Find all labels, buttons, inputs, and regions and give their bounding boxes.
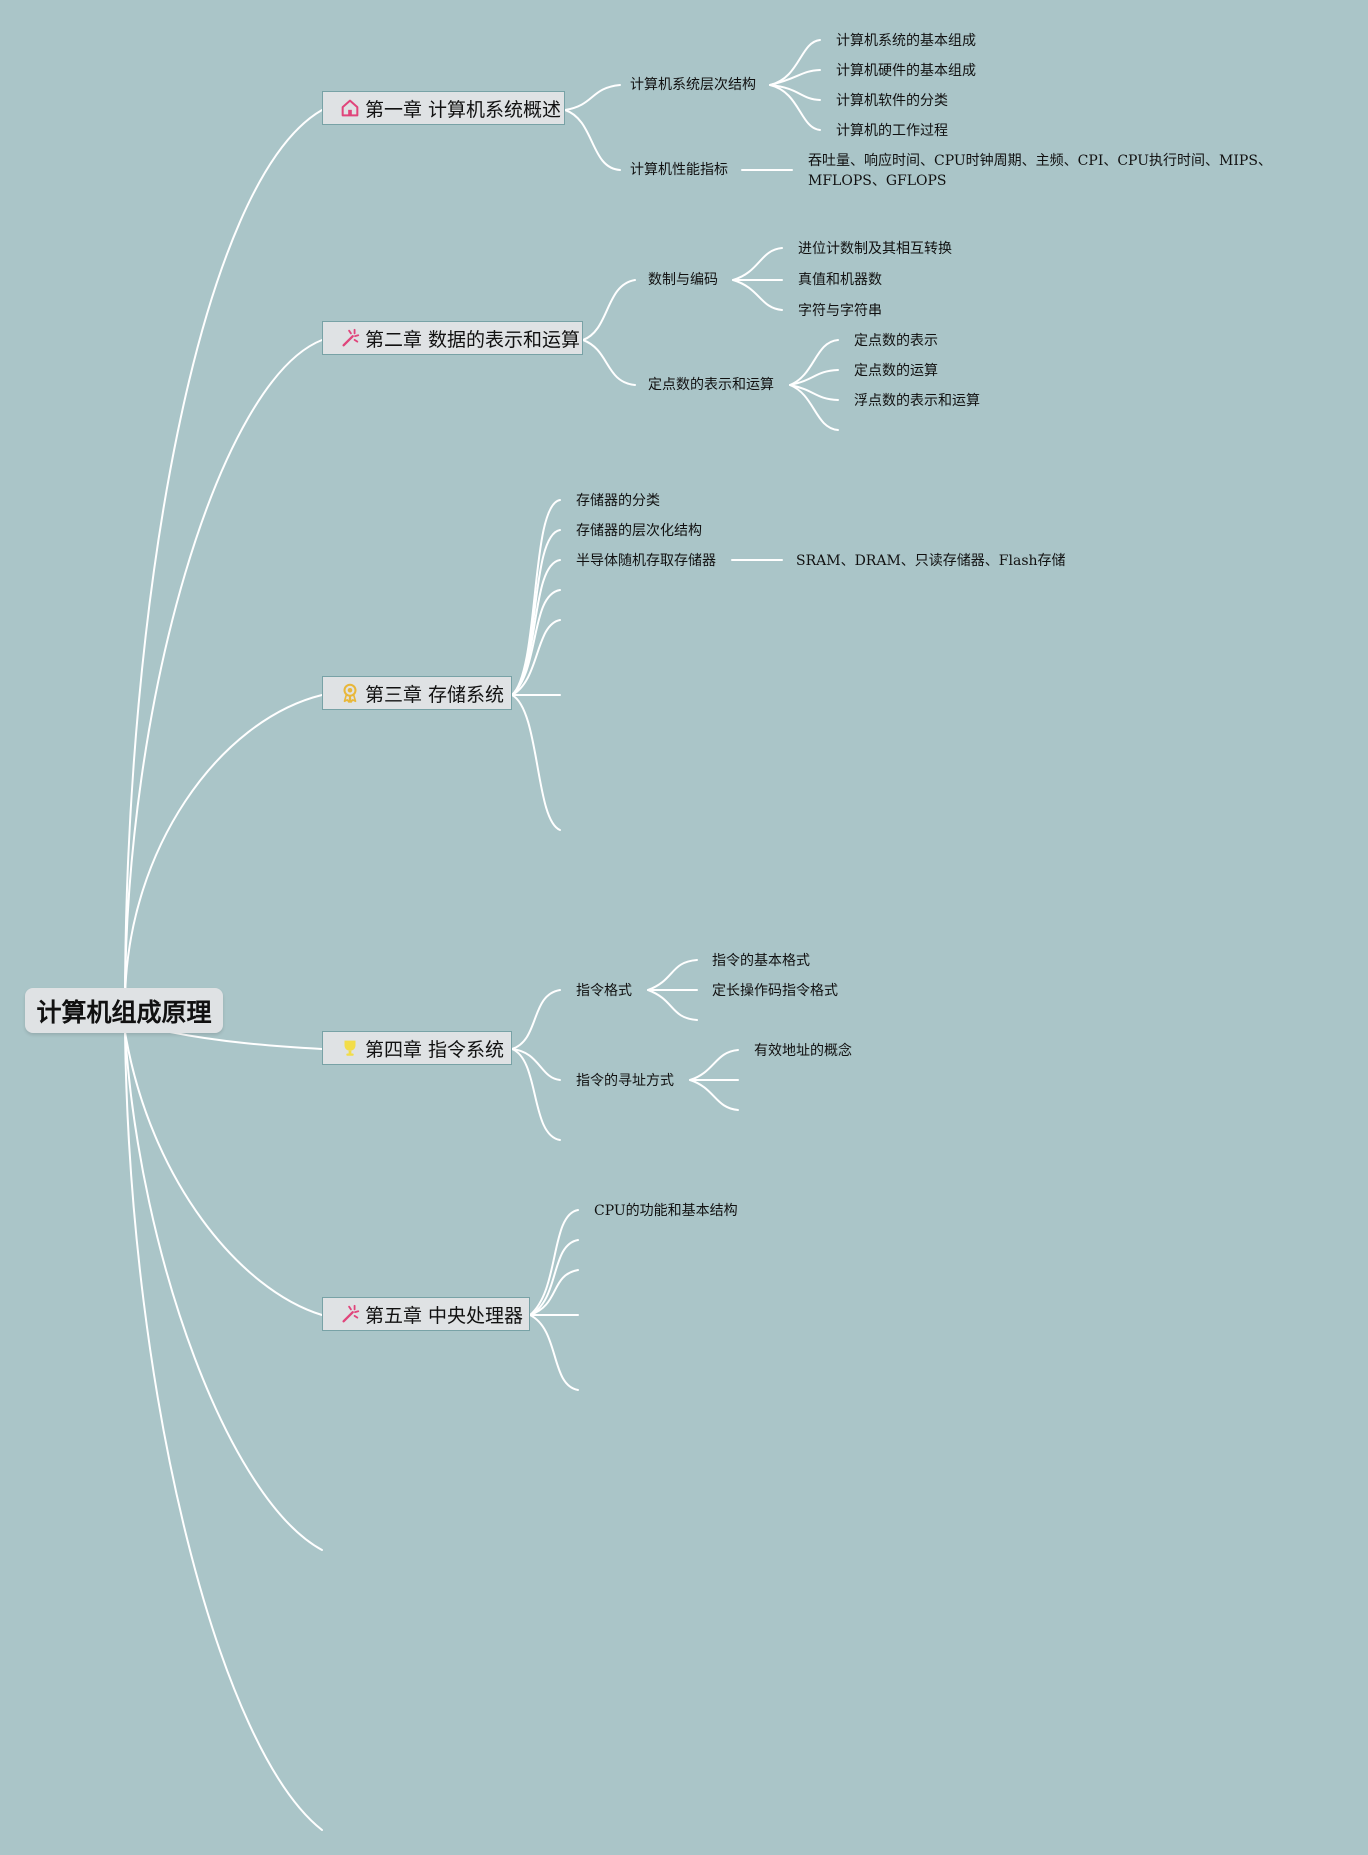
connector-ch4-topic2 <box>511 1048 561 1081</box>
connector-ch4-t1-i1 <box>647 959 698 991</box>
connector-ch4-t2-i1 <box>689 1049 739 1081</box>
connector-root-ch1 <box>124 109 323 1006</box>
connector-ch5-topic3 <box>529 1269 579 1316</box>
connector-ch4-topic1 <box>511 989 561 1050</box>
leaf-1-1-3[interactable]: 计算机软件的分类 <box>836 93 948 109</box>
leaf-3-3-1[interactable]: SRAM、DRAM、只读存储器、Flash存储 <box>796 553 1066 569</box>
chapter-node-4[interactable]: 第四章 指令系统 <box>322 1031 512 1065</box>
connector-ch3-topic4 <box>511 589 561 696</box>
connector-ch2-topic2 <box>582 339 636 386</box>
connector-ch3-topic5 <box>511 619 561 696</box>
topic-1-2[interactable]: 计算机性能指标 <box>630 162 728 178</box>
chapter-title-5: 第五章 中央处理器 <box>365 1304 524 1327</box>
leaf-1-1-2[interactable]: 计算机硬件的基本组成 <box>836 63 976 79</box>
magic-wand-icon <box>339 1303 361 1325</box>
chapter-node-1[interactable]: 第一章 计算机系统概述 <box>322 91 565 125</box>
root-title: 计算机组成原理 <box>36 997 212 1027</box>
topic-4-2[interactable]: 指令的寻址方式 <box>576 1073 674 1089</box>
connector-root-ch4 <box>169 1031 323 1050</box>
connector-root-ch6 <box>124 1031 323 1551</box>
connector-ch1-topic1 <box>564 84 621 111</box>
connector-ch3-topic7 <box>511 694 561 831</box>
leaf-2-2-3[interactable]: 浮点数的表示和运算 <box>854 393 980 409</box>
chapter-node-3[interactable]: 第三章 存储系统 <box>322 676 512 710</box>
connector-root-ch2 <box>124 339 323 1006</box>
chapter-title-2: 第二章 数据的表示和运算 <box>365 328 581 351</box>
medal-icon <box>339 682 361 704</box>
connector-ch1-t1-i3 <box>769 84 821 101</box>
root-node[interactable]: 计算机组成原理 <box>25 988 223 1033</box>
chapter-title-4: 第四章 指令系统 <box>365 1038 505 1061</box>
connector-ch2-t1-i1 <box>732 247 783 281</box>
chapter-title-1: 第一章 计算机系统概述 <box>365 98 562 121</box>
leaf-4-1-2[interactable]: 定长操作码指令格式 <box>712 983 838 999</box>
connector-ch4-topic3 <box>511 1048 561 1141</box>
topic-4-1[interactable]: 指令格式 <box>576 983 632 999</box>
connector-ch4-t2-i3 <box>689 1079 739 1111</box>
connector-root-ch5 <box>124 1031 323 1316</box>
chapter-title-3: 第三章 存储系统 <box>365 683 505 706</box>
topic-3-1[interactable]: 存储器的分类 <box>576 493 660 509</box>
connector-ch2-t2-i4 <box>789 384 839 431</box>
connector-ch5-topic5 <box>529 1314 579 1391</box>
connector-ch1-t1-i4 <box>769 84 821 131</box>
leaf-2-1-2[interactable]: 真值和机器数 <box>798 272 882 288</box>
connector-ch5-topic1 <box>529 1209 579 1316</box>
leaf-2-2-2[interactable]: 定点数的运算 <box>854 363 938 379</box>
connector-ch1-topic2 <box>564 109 621 171</box>
connector-ch2-t2-i1 <box>789 339 839 386</box>
chapter-node-5[interactable]: 第五章 中央处理器 <box>322 1297 530 1331</box>
topic-3-2[interactable]: 存储器的层次化结构 <box>576 523 702 539</box>
connector-ch2-t2-i2 <box>789 369 839 386</box>
leaf-4-2-1[interactable]: 有效地址的概念 <box>754 1043 852 1059</box>
connector-ch2-t1-i3 <box>732 279 783 311</box>
leaf-2-1-3[interactable]: 字符与字符串 <box>798 303 882 319</box>
topic-2-1[interactable]: 数制与编码 <box>648 272 718 288</box>
magic-wand-icon <box>339 327 361 349</box>
topic-2-2[interactable]: 定点数的表示和运算 <box>648 377 774 393</box>
topic-5-1[interactable]: CPU的功能和基本结构 <box>594 1203 738 1219</box>
home-icon <box>339 97 361 119</box>
leaf-1-2-1[interactable]: 吞吐量、响应时间、CPU时钟周期、主频、CPI、CPU执行时间、MIPS、MFL… <box>808 153 1272 189</box>
connector-ch1-t1-i2 <box>769 69 821 86</box>
connector-root-ch7 <box>124 1031 323 1831</box>
trophy-icon <box>339 1037 361 1059</box>
leaf-1-1-1[interactable]: 计算机系统的基本组成 <box>836 33 976 49</box>
chapter-node-2[interactable]: 第二章 数据的表示和运算 <box>322 321 583 355</box>
connector-ch2-topic1 <box>582 279 636 341</box>
leaf-2-2-1[interactable]: 定点数的表示 <box>854 333 938 349</box>
connector-ch1-t1-i1 <box>769 39 821 86</box>
topic-3-3[interactable]: 半导体随机存取存储器 <box>576 553 716 569</box>
connector-ch4-t1-i3 <box>647 989 698 1021</box>
connector-root-ch3 <box>124 694 323 1006</box>
leaf-4-1-1[interactable]: 指令的基本格式 <box>712 953 810 969</box>
connector-ch2-t2-i3 <box>789 384 839 401</box>
leaf-2-1-1[interactable]: 进位计数制及其相互转换 <box>798 241 952 257</box>
topic-1-1[interactable]: 计算机系统层次结构 <box>630 77 756 93</box>
leaf-1-1-4[interactable]: 计算机的工作过程 <box>836 123 948 139</box>
connector-ch5-topic2 <box>529 1239 579 1316</box>
